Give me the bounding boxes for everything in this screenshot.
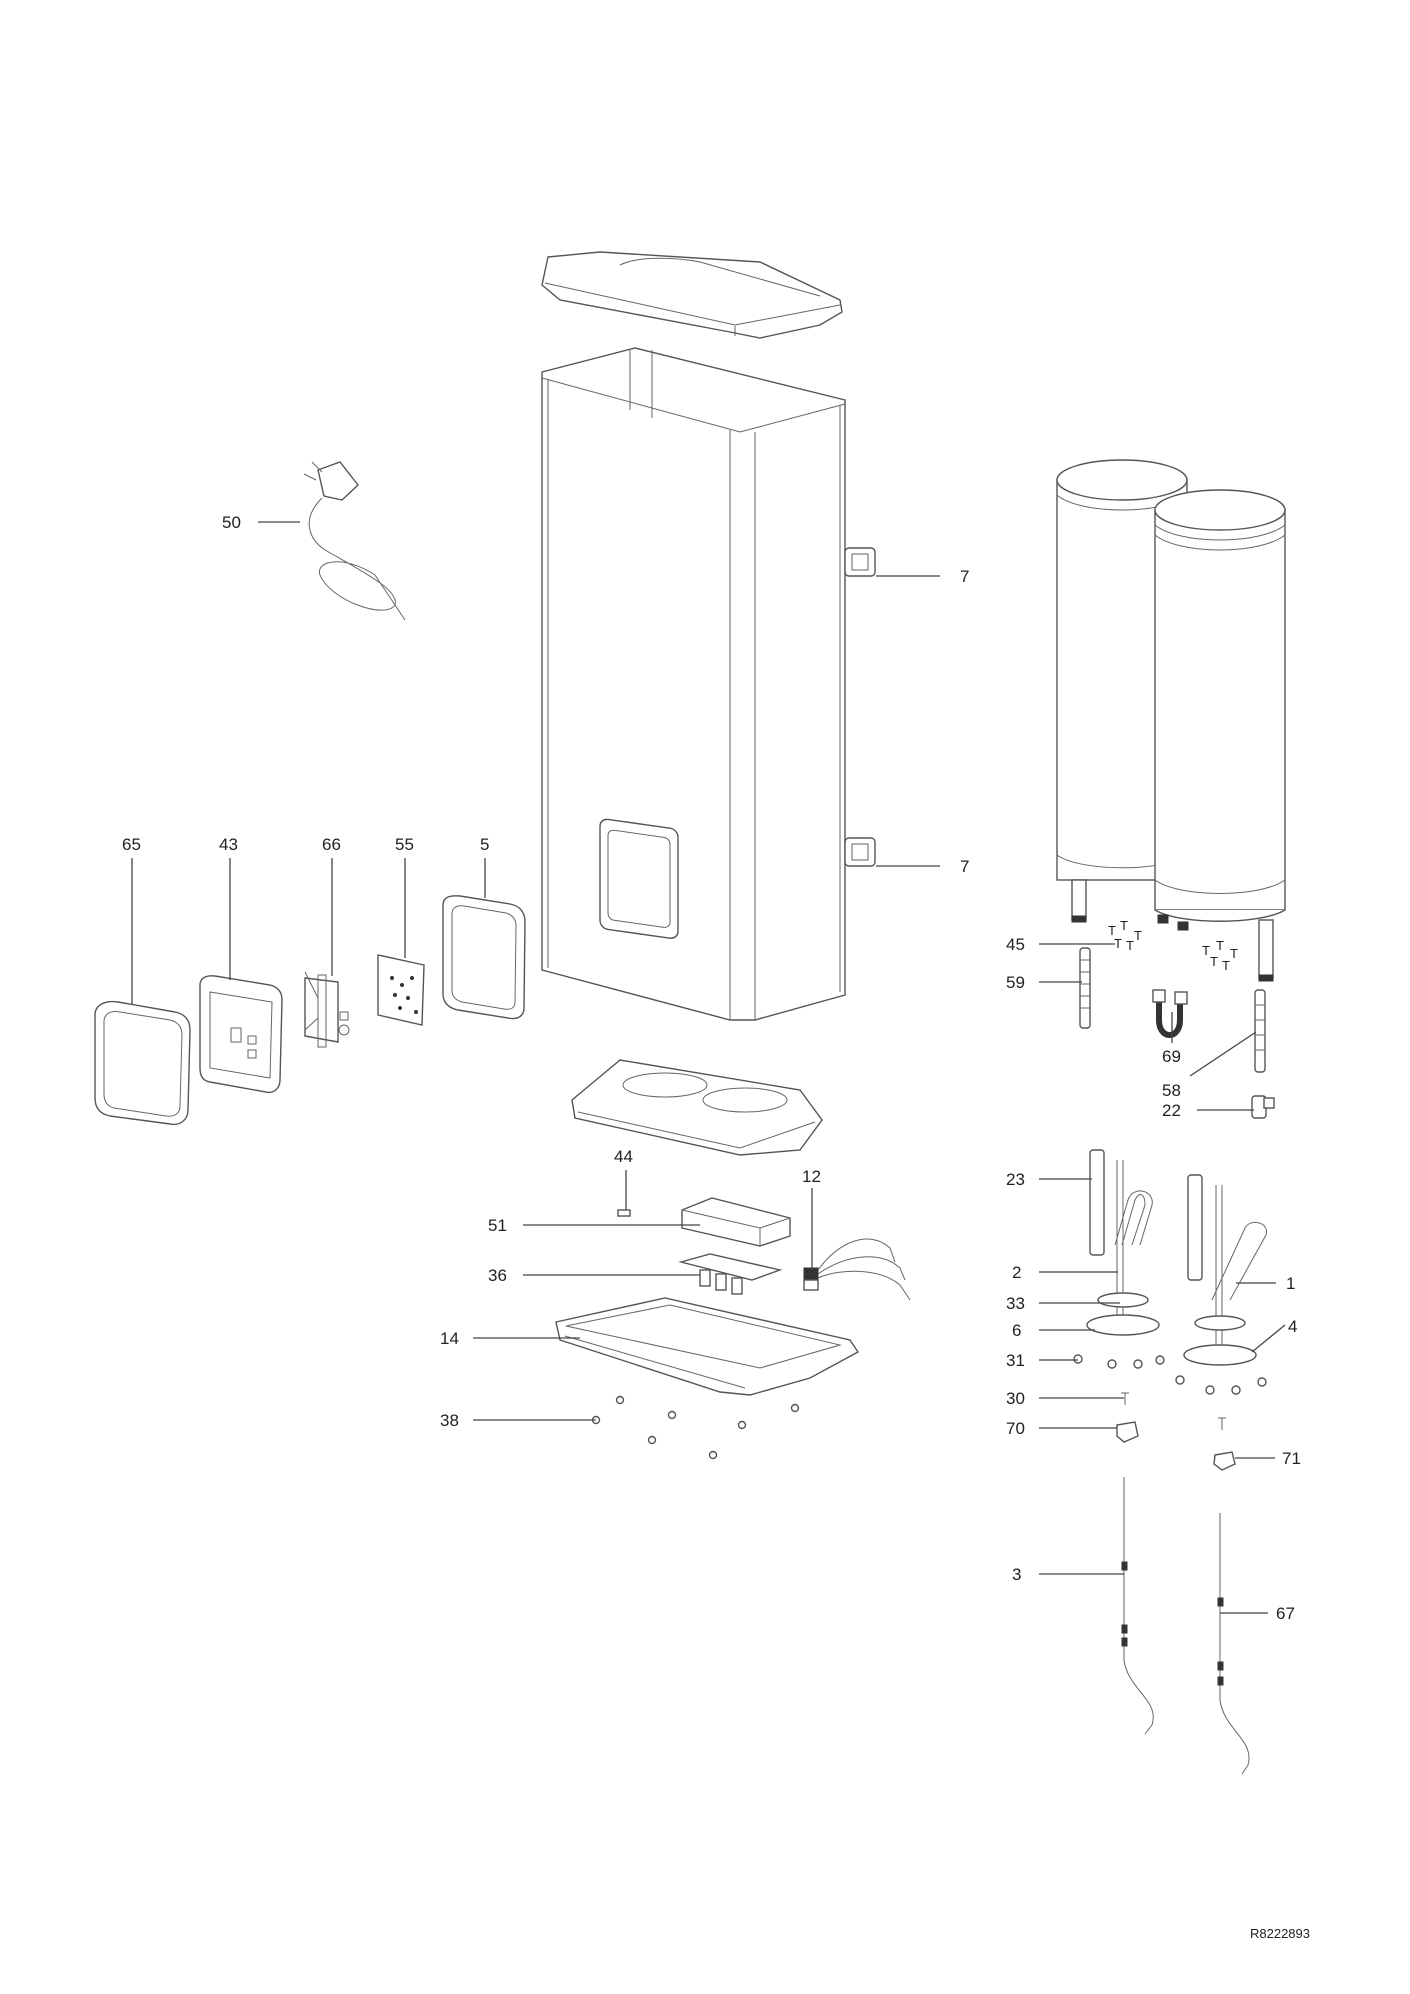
callout-2: 2: [1012, 1263, 1021, 1282]
callout-22: 22: [1162, 1101, 1181, 1120]
board-cover-51: [681, 1197, 791, 1247]
callout-58: 58: [1162, 1081, 1181, 1100]
terminal-block-12: [803, 1238, 911, 1301]
dielectric-connector-59: [1079, 947, 1091, 1029]
callout-44: 44: [614, 1147, 633, 1166]
flange-nuts-31: [1073, 1354, 1267, 1395]
callout-23: 23: [1006, 1170, 1025, 1189]
temperature-probe-67: [1217, 1513, 1250, 1775]
callout-38: 38: [440, 1411, 459, 1430]
callout-33: 33: [1006, 1294, 1025, 1313]
callout-67: 67: [1276, 1604, 1295, 1623]
callout-3: 3: [1012, 1565, 1021, 1584]
callout-69: 69: [1162, 1047, 1181, 1066]
callout-43: 43: [219, 835, 238, 854]
callout-50: 50: [222, 513, 241, 532]
wall-bracket-lower: [844, 837, 876, 867]
control-panel-43: [199, 975, 283, 1094]
bottom-cover-14: [555, 1297, 860, 1396]
callout-71: 71: [1282, 1449, 1301, 1468]
svg-text:T: T: [1210, 954, 1218, 969]
callout-4: 4: [1288, 1317, 1297, 1336]
flange-gasket-left: [1097, 1292, 1149, 1308]
flexible-hose-69: [1152, 989, 1188, 1038]
callout-14: 14: [440, 1329, 459, 1348]
callout-66: 66: [322, 835, 341, 854]
anode-right: [1187, 1174, 1203, 1281]
callout-7-lower: 7: [960, 857, 969, 876]
flange-gasket-right: [1194, 1315, 1246, 1331]
flange-left: [1086, 1314, 1160, 1336]
control-board-36: [678, 1253, 783, 1295]
display-board-55: [377, 954, 425, 1026]
reference-code: R8222893: [1250, 1926, 1310, 1941]
electronics-housing: [571, 1059, 823, 1156]
leader-lines: [131, 521, 1286, 1614]
display-gasket-5: [442, 895, 526, 1020]
dielectric-connector-58: [1254, 989, 1266, 1073]
thermostat-clip-71: [1213, 1451, 1236, 1471]
svg-text:T: T: [1230, 946, 1238, 961]
clip-44: [617, 1209, 631, 1217]
callout-5: 5: [480, 835, 489, 854]
callout-1: 1: [1286, 1274, 1295, 1293]
callout-30: 30: [1006, 1389, 1025, 1408]
outer-casing: [541, 347, 846, 1021]
callout-51: 51: [488, 1216, 507, 1235]
top-cover: [541, 251, 843, 339]
callout-65: 65: [122, 835, 141, 854]
svg-text:T: T: [1120, 918, 1128, 933]
safety-valve-22: [1251, 1095, 1275, 1119]
callout-31: 31: [1006, 1351, 1025, 1370]
callout-36: 36: [488, 1266, 507, 1285]
screws-30: [1121, 1392, 1226, 1430]
wall-bracket-upper: [844, 547, 876, 577]
thermostat-clip-70: [1116, 1421, 1139, 1443]
svg-text:T: T: [1114, 936, 1122, 951]
callout-6: 6: [1012, 1321, 1021, 1340]
callout-59: 59: [1006, 973, 1025, 992]
svg-text:T: T: [1134, 928, 1142, 943]
svg-text:T: T: [1108, 923, 1116, 938]
flange-right: [1183, 1344, 1257, 1366]
callout-7-upper: 7: [960, 567, 969, 586]
display-frame-65: [94, 1000, 191, 1126]
anode-left: [1089, 1149, 1105, 1256]
power-cord: [303, 461, 406, 621]
control-knob-66: [304, 971, 350, 1048]
svg-text:T: T: [1222, 958, 1230, 973]
nuts-38: [591, 1395, 800, 1460]
water-tank-right: [1154, 489, 1286, 982]
callout-55: 55: [395, 835, 414, 854]
svg-text:T: T: [1202, 943, 1210, 958]
svg-text:T: T: [1216, 938, 1224, 953]
temperature-probe-3: [1121, 1477, 1154, 1735]
callout-45: 45: [1006, 935, 1025, 954]
callout-labels: 50 7 7 65 43 66 55 5 45 59 69 58 22 44 1…: [122, 513, 1310, 1941]
callout-70: 70: [1006, 1419, 1025, 1438]
svg-text:T: T: [1126, 938, 1134, 953]
callout-12: 12: [802, 1167, 821, 1186]
